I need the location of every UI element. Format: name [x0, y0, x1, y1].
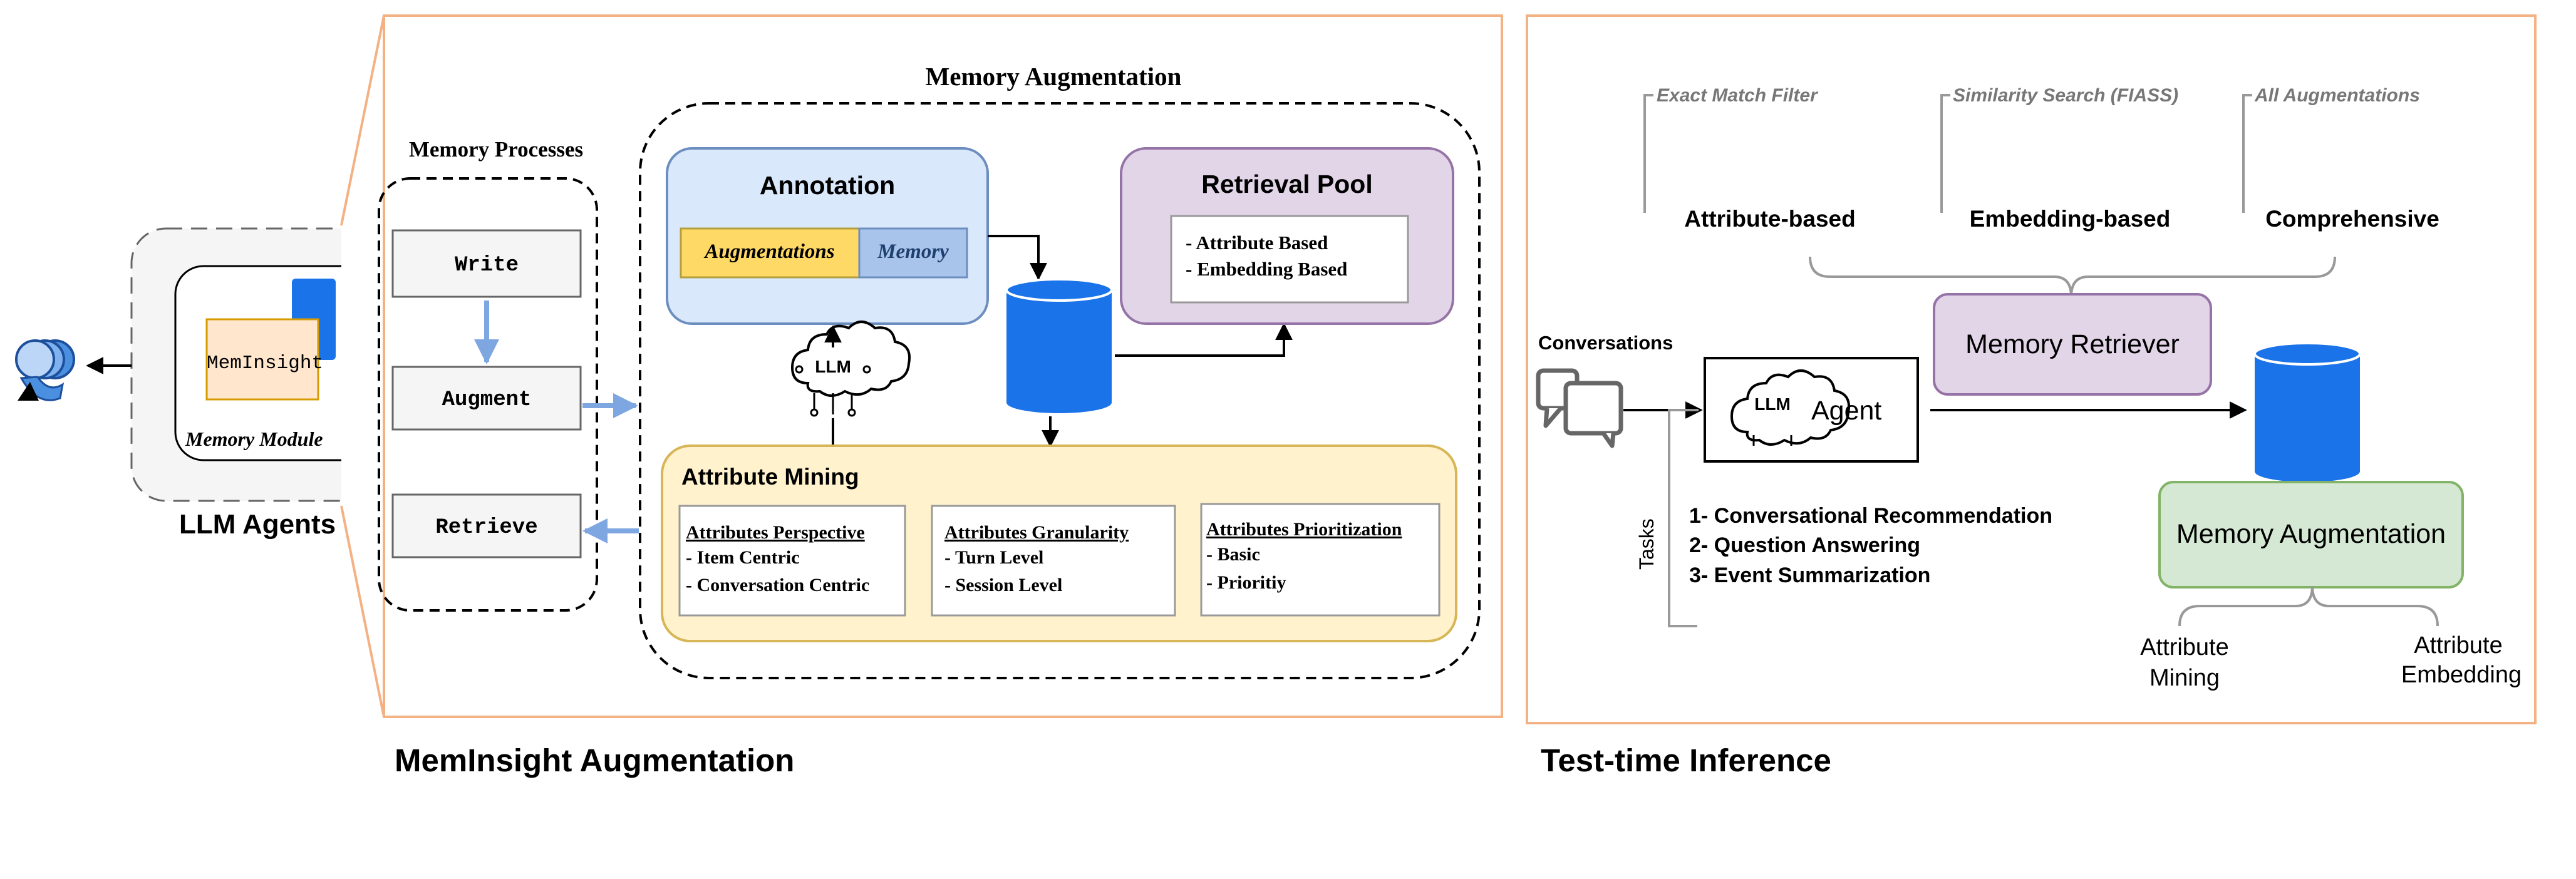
retrieval-pool-title: Retrieval Pool: [1201, 170, 1372, 198]
method-label-2: Embedding-based: [1970, 206, 2171, 232]
filter-bracket-2: [1940, 94, 1950, 213]
augmentations-block: [680, 227, 861, 279]
task-item-1: 1- Conversational Recommendation: [1689, 504, 2052, 528]
inference-database-icon: [2253, 342, 2361, 482]
retrieve-process-box: [391, 493, 582, 558]
retrieval-pool-list-box: [1170, 215, 1409, 304]
panel-fan-mask: [341, 225, 383, 513]
llm-agents-group: MemInsight Memory Module LLM Agents: [15, 225, 383, 540]
retrieval-pool-item-1: - Attribute Based: [1186, 232, 1328, 254]
agent-llm-icon: LLM: [1730, 369, 1850, 446]
augment-process-box: [391, 366, 582, 431]
memory-augmentation-title: Memory Augmentation: [926, 62, 1182, 91]
memory-processes-title: Memory Processes: [409, 137, 583, 162]
fan-line-top: [340, 15, 385, 226]
llm-icon-label: LLM: [815, 357, 851, 376]
attributes-granularity-box: [931, 505, 1176, 617]
llm-agents-label: LLM Agents: [179, 509, 336, 540]
attribute-mining-title: Attribute Mining: [681, 464, 859, 490]
memory-module-label: Memory Module: [185, 428, 323, 450]
attributes-perspective-item-1: - Item Centric: [686, 547, 800, 568]
user-group-icon: [15, 339, 75, 401]
tasks-bracket: [1668, 409, 1699, 627]
tasks-label: Tasks: [1635, 518, 1658, 570]
write-process-label: Write: [455, 254, 519, 277]
aug-part-2-line1: Attribute: [2414, 632, 2503, 659]
inference-memory-augmentation-label: Memory Augmentation: [2176, 519, 2446, 549]
task-item-2: 2- Question Answering: [1689, 533, 1920, 557]
filter-label-2: Similarity Search (FIASS): [1953, 85, 2178, 106]
retrieve-process-label: Retrieve: [435, 516, 537, 540]
meminsight-label: MemInsight: [207, 352, 323, 374]
attributes-prioritization-item-1: - Basic: [1206, 544, 1260, 565]
attributes-perspective-item-2: - Conversation Centric: [686, 575, 869, 595]
database-to-retrieval-pool-arrow: [1115, 322, 1293, 357]
agent-label: Agent: [1811, 396, 1881, 426]
conversations-label: Conversations: [1538, 332, 1673, 354]
attributes-granularity-title: Attributes Granularity: [944, 522, 1129, 543]
aug-part-1-line2: Mining: [2149, 665, 2220, 691]
memory-augmentation-curly-brace: [2178, 585, 2439, 627]
augment-process-label: Augment: [442, 388, 532, 412]
annotation-to-database-arrow: [988, 235, 1047, 280]
write-process-box: [391, 229, 582, 298]
fan-line-bottom: [340, 505, 385, 717]
chat-bubbles-icon: [1536, 368, 1623, 448]
augmentations-label: Augmentations: [703, 240, 834, 263]
filter-bracket-3: [2242, 94, 2252, 213]
filter-bracket-1: [1643, 94, 1653, 213]
memory-block: [858, 227, 968, 279]
attributes-perspective-box: [678, 505, 906, 617]
attributes-granularity-item-1: - Turn Level: [944, 547, 1043, 568]
memory-augmentation-container: [639, 102, 1481, 679]
filter-label-3: All Augmentations: [2254, 85, 2420, 106]
method-label-3: Comprehensive: [2265, 206, 2439, 232]
meminsight-box: [205, 318, 319, 401]
augmentation-panel-caption: MemInsight Augmentation: [395, 743, 794, 778]
memory-retriever-box: [1933, 293, 2212, 396]
augmentation-panel: MemInsight Augmentation Memory Processes…: [340, 14, 1503, 778]
memory-database-icon: [1005, 278, 1113, 413]
annotation-title: Annotation: [760, 171, 895, 200]
agent-llm-label: LLM: [1754, 394, 1791, 414]
attributes-perspective-title: Attributes Perspective: [686, 522, 865, 543]
memory-block-label: Memory: [877, 240, 949, 263]
method-label-1: Attribute-based: [1684, 206, 1855, 232]
attributes-prioritization-box: [1200, 503, 1441, 617]
inference-panel-caption: Test-time Inference: [1541, 743, 1831, 778]
attributes-granularity-item-2: - Session Level: [944, 575, 1062, 595]
task-item-3: 3- Event Summarization: [1689, 563, 1930, 587]
inference-panel: Test-time Inference Exact Match Filter S…: [1526, 14, 2537, 778]
llm-brain-icon: LLM: [790, 321, 911, 417]
memory-processes-container: [378, 177, 598, 612]
filter-label-1: Exact Match Filter: [1657, 85, 1819, 106]
aug-part-1-line1: Attribute: [2140, 634, 2229, 661]
attributes-prioritization-item-2: - Prioritiy: [1206, 572, 1286, 593]
retrieval-pool-item-2: - Embedding Based: [1186, 258, 1347, 280]
attributes-prioritization-title: Attributes Prioritization: [1206, 519, 1402, 540]
aug-part-2-line2: Embedding: [2401, 662, 2522, 688]
memory-retriever-label: Memory Retriever: [1965, 329, 2180, 359]
